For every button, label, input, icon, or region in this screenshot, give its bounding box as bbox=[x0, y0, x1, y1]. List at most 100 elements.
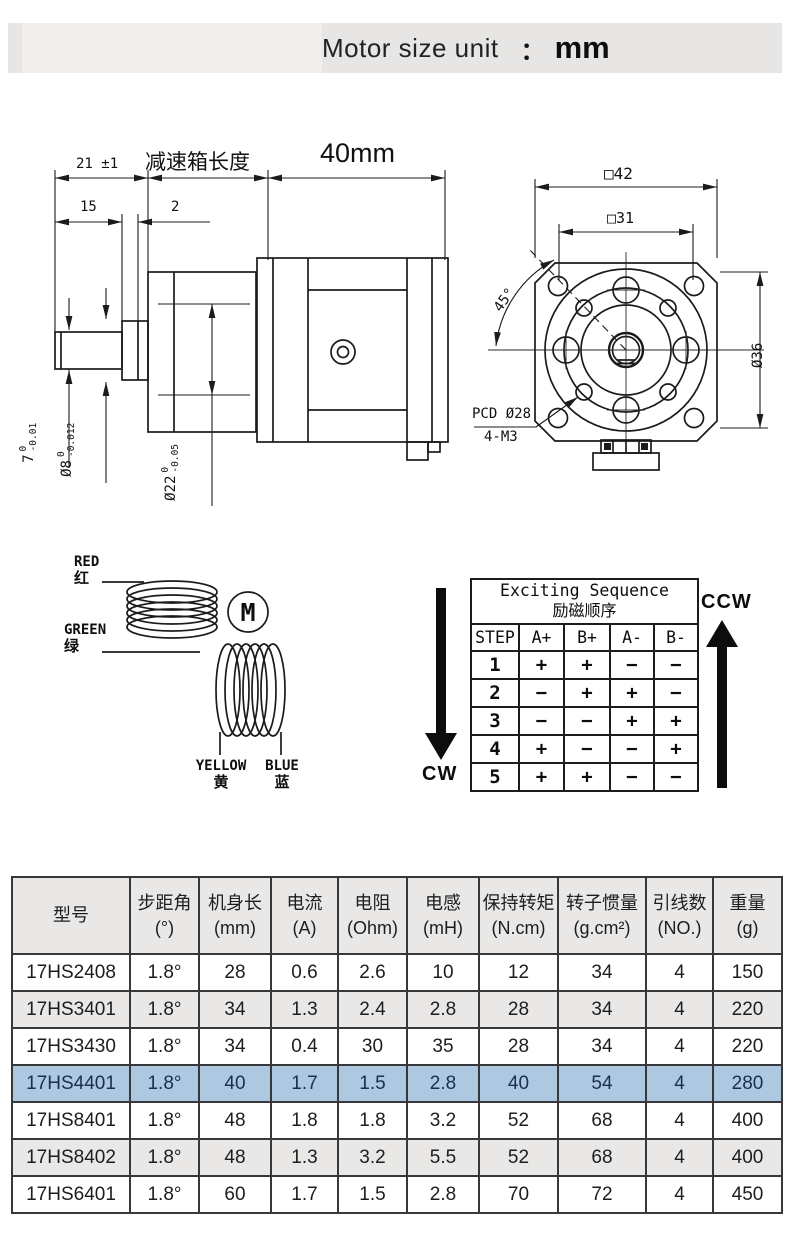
spec-cell: 400 bbox=[712, 1101, 783, 1140]
sequence-cell: + bbox=[653, 705, 699, 736]
spec-cell: 17HS6401 bbox=[11, 1175, 131, 1214]
header-inner-box bbox=[22, 23, 322, 73]
sequence-cell: + bbox=[563, 677, 611, 708]
wire-blue-label: BLUE 蓝 bbox=[265, 758, 299, 792]
spec-cell: 4 bbox=[645, 1027, 714, 1066]
spec-cell: 34 bbox=[198, 1027, 272, 1066]
spec-cell: 30 bbox=[337, 1027, 408, 1066]
spec-cell: 12 bbox=[478, 953, 559, 992]
spec-cell: 1.7 bbox=[270, 1175, 339, 1214]
spec-cell: 34 bbox=[198, 990, 272, 1029]
spec-cell: 4 bbox=[645, 953, 714, 992]
ccw-label: CCW bbox=[701, 591, 752, 613]
sequence-cell: + bbox=[563, 761, 611, 792]
spec-cell: 34 bbox=[557, 990, 647, 1029]
spec-cell: 1.3 bbox=[270, 1138, 339, 1177]
spec-cell: 68 bbox=[557, 1138, 647, 1177]
spec-cell: 4 bbox=[645, 1138, 714, 1177]
dim-mount-thread-label: 4-M3 bbox=[484, 429, 518, 445]
spec-cell: 40 bbox=[198, 1064, 272, 1103]
page-title: Motor size unit bbox=[322, 32, 499, 63]
spec-cell: 1.5 bbox=[337, 1064, 408, 1103]
dim-shaft-diameter-7: 7 0-0.01 bbox=[18, 422, 40, 463]
spec-cell: 60 bbox=[198, 1175, 272, 1214]
spec-cell: 1.8° bbox=[129, 1027, 200, 1066]
sequence-cell: + bbox=[563, 649, 611, 680]
sequence-col-a-minus: A- bbox=[609, 622, 655, 652]
cw-label: CW bbox=[422, 763, 458, 785]
sequence-title: Exciting Sequence 励磁顺序 bbox=[470, 578, 699, 625]
spec-col-header: 电感(mH) bbox=[406, 876, 480, 955]
dim-gearbox-length: 减速箱长度 bbox=[145, 151, 250, 174]
dim-shaft-length: 15 bbox=[80, 199, 97, 215]
spec-col-header: 型号 bbox=[11, 876, 131, 955]
spec-cell: 28 bbox=[478, 990, 559, 1029]
spec-col-header: 机身长(mm) bbox=[198, 876, 272, 955]
spec-col-header: 步距角(°) bbox=[129, 876, 200, 955]
spec-cell: 2.4 bbox=[337, 990, 408, 1029]
cw-arrow-bar bbox=[436, 588, 446, 734]
sequence-col-b-minus: B- bbox=[653, 622, 699, 652]
sequence-cell: 1 bbox=[470, 649, 520, 680]
cw-arrow-head bbox=[425, 733, 457, 760]
spec-cell: 10 bbox=[406, 953, 480, 992]
sequence-row: 5++−− bbox=[470, 761, 699, 792]
sequence-row: 3−−++ bbox=[470, 705, 699, 736]
spec-cell: 52 bbox=[478, 1101, 559, 1140]
spec-cell: 1.8° bbox=[129, 1064, 200, 1103]
spec-cell: 17HS3401 bbox=[11, 990, 131, 1029]
spec-cell: 4 bbox=[645, 990, 714, 1029]
sequence-cell: − bbox=[609, 649, 655, 680]
dim-motor-length: 40mm bbox=[320, 138, 396, 168]
exciting-sequence-table: Exciting Sequence 励磁顺序 STEP A+ B+ A- B- … bbox=[470, 578, 699, 792]
spec-col-header: 电阻(Ohm) bbox=[337, 876, 408, 955]
wire-red-label: RED 红 bbox=[74, 554, 100, 588]
sequence-header-row: STEP A+ B+ A- B- bbox=[470, 622, 699, 652]
spec-cell: 17HS8402 bbox=[11, 1138, 131, 1177]
sequence-row: 4+−−+ bbox=[470, 733, 699, 764]
sequence-table-body: 1++−−2−++−3−−++4+−−+5++−− bbox=[470, 649, 699, 792]
spec-col-header: 保持转矩(N.cm) bbox=[478, 876, 559, 955]
spec-cell: 17HS3430 bbox=[11, 1027, 131, 1066]
sequence-cell: − bbox=[518, 705, 565, 736]
sequence-cell: + bbox=[518, 761, 565, 792]
spec-cell: 4 bbox=[645, 1101, 714, 1140]
spec-cell: 400 bbox=[712, 1138, 783, 1177]
spec-cell: 17HS2408 bbox=[11, 953, 131, 992]
spec-cell: 2.8 bbox=[406, 990, 480, 1029]
spec-cell: 35 bbox=[406, 1027, 480, 1066]
spec-cell: 3.2 bbox=[406, 1101, 480, 1140]
spec-cell: 2.8 bbox=[406, 1064, 480, 1103]
spec-cell: 2.8 bbox=[406, 1175, 480, 1214]
spec-cell: 150 bbox=[712, 953, 783, 992]
side-view-svg bbox=[54, 170, 449, 506]
page-title-separator: ： bbox=[520, 37, 545, 65]
dim-pilot-diameter-8: Ø8 0-0.012 bbox=[56, 422, 78, 477]
sequence-col-step: STEP bbox=[470, 622, 520, 652]
wiring-diagram: M RED 红 GREEN 绿 YELLOW 黄 BLUE 蓝 bbox=[60, 552, 395, 807]
sequence-row: 1++−− bbox=[470, 649, 699, 680]
side-view-drawing: 21 ±1 减速箱长度 40mm 15 2 7 0-0.01 Ø8 0-0.01… bbox=[18, 138, 473, 540]
wire-yellow-label: YELLOW 黄 bbox=[195, 758, 247, 792]
sequence-cell: + bbox=[609, 677, 655, 708]
spec-cell: 17HS4401 bbox=[11, 1064, 131, 1103]
front-view-svg bbox=[474, 179, 768, 471]
sequence-cell: 5 bbox=[470, 761, 520, 792]
sequence-cell: − bbox=[609, 733, 655, 764]
spec-table: 型号步距角(°)机身长(mm)电流(A)电阻(Ohm)电感(mH)保持转矩(N.… bbox=[11, 876, 783, 1214]
spec-cell: 2.6 bbox=[337, 953, 408, 992]
spec-cell: 72 bbox=[557, 1175, 647, 1214]
wiring-svg: M bbox=[102, 580, 286, 755]
sequence-col-b-plus: B+ bbox=[563, 622, 611, 652]
sequence-cell: + bbox=[518, 649, 565, 680]
dim-boss-diameter-22: Ø22 0-0.05 bbox=[160, 443, 182, 501]
sequence-cell: − bbox=[518, 677, 565, 708]
sequence-cell: 2 bbox=[470, 677, 520, 708]
spec-cell: 4 bbox=[645, 1064, 714, 1103]
sequence-col-a-plus: A+ bbox=[518, 622, 565, 652]
